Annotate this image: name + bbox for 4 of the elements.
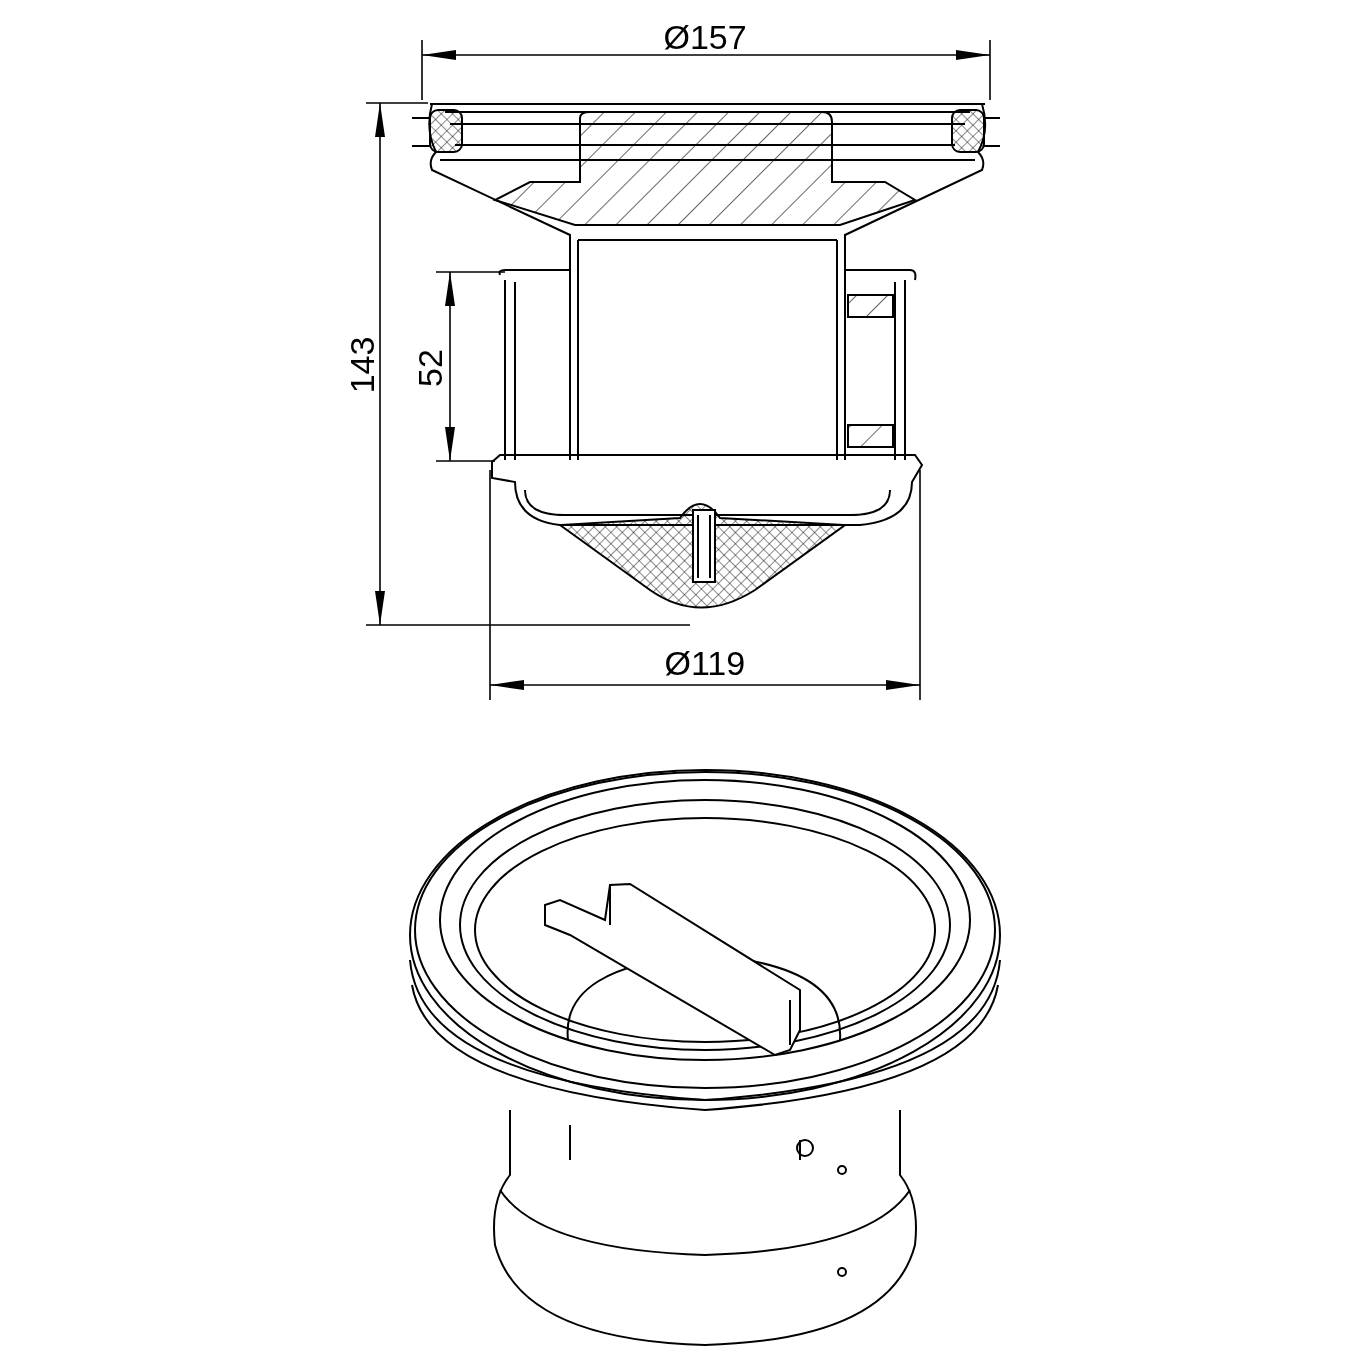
dimension-label: Ø157 [663, 20, 747, 54]
dimension-label: 52 [412, 349, 447, 387]
dimension-label: 143 [344, 336, 379, 394]
dimension-label: Ø119 [664, 646, 746, 680]
